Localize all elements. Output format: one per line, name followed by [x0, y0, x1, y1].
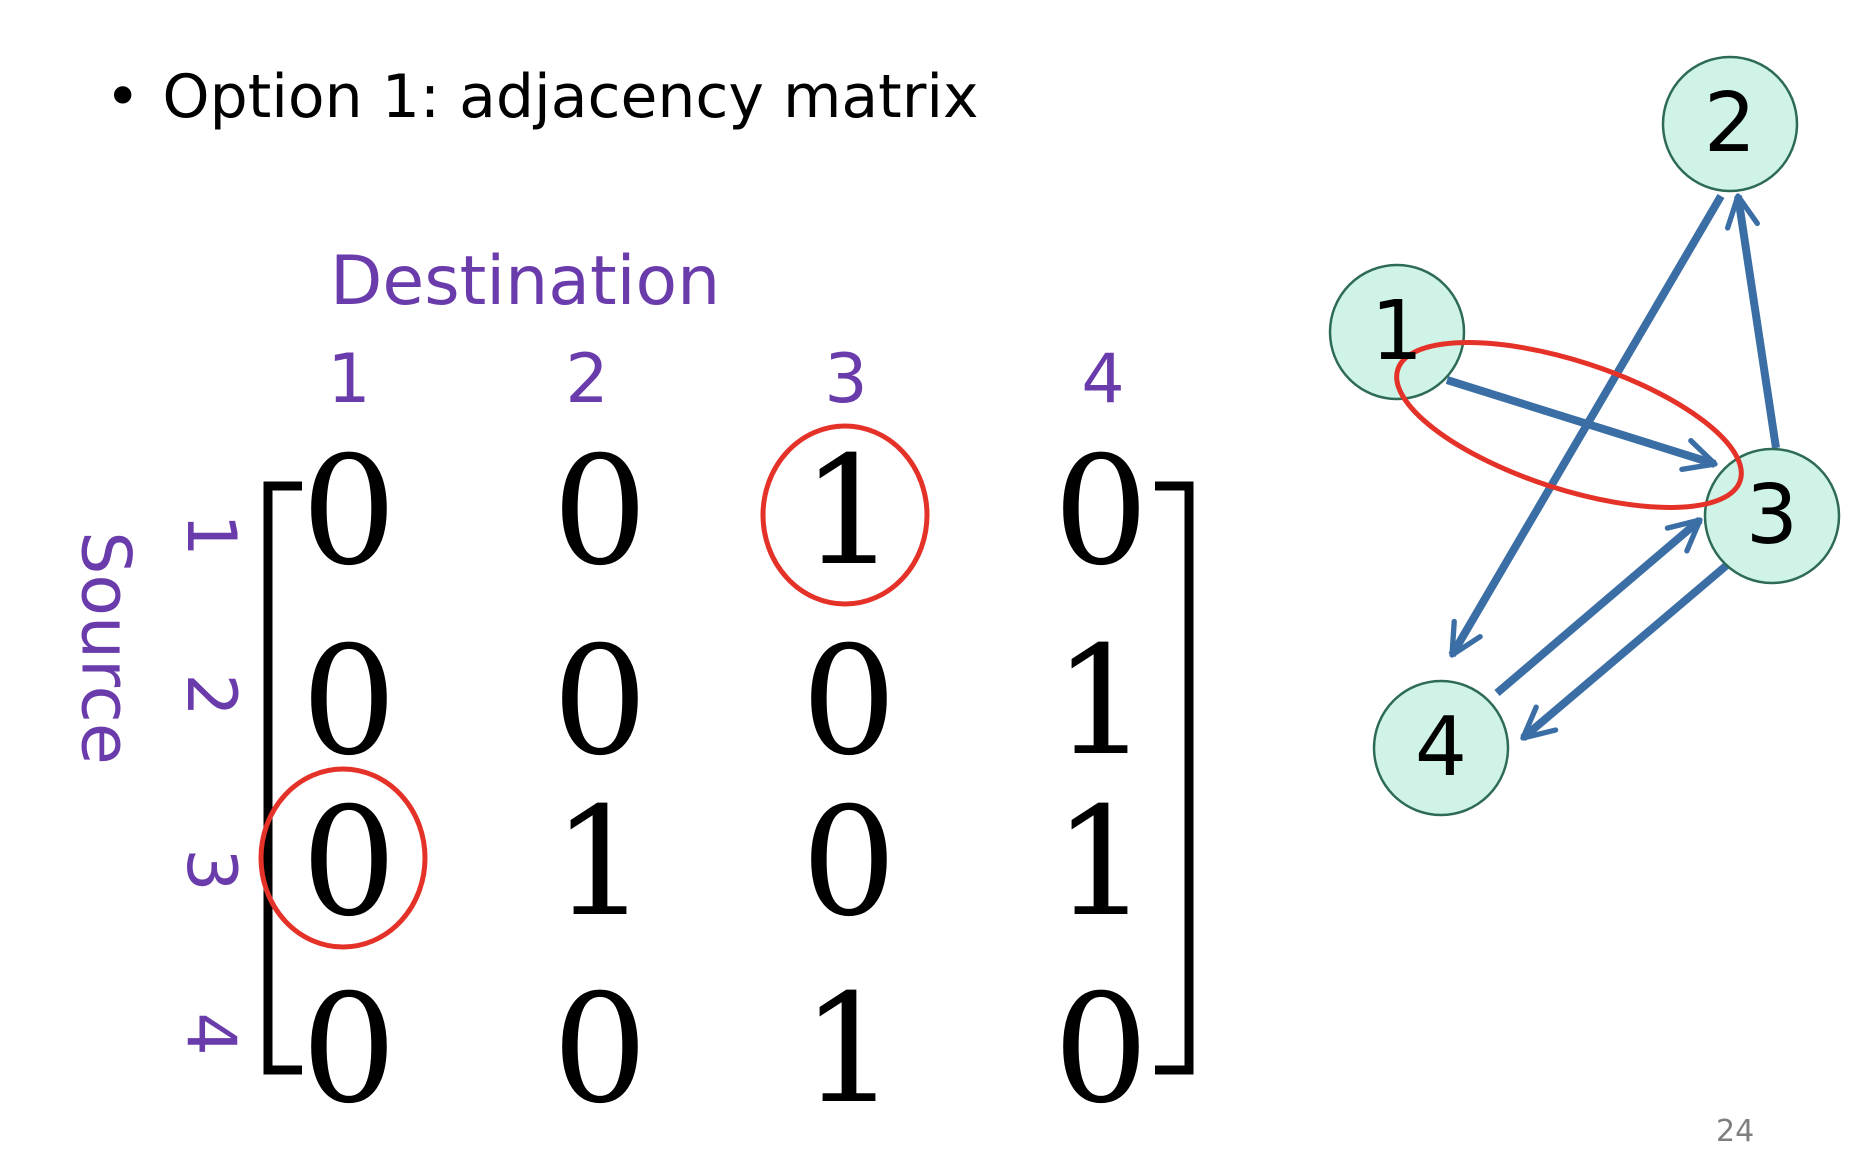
- matrix-cell-r4c2: 0: [552, 963, 648, 1137]
- column-label-3: 3: [824, 340, 868, 419]
- bullet-marker: •: [105, 62, 141, 132]
- matrix-cell-r3c1: 0: [301, 776, 397, 950]
- matrix-cell-r1c3: 1: [801, 425, 897, 599]
- matrix-cell-r1c4: 0: [1053, 425, 1149, 599]
- matrix-cell-r4c3: 1: [801, 963, 897, 1137]
- matrix-cell-r4c1: 0: [301, 963, 397, 1137]
- highlight-circle-cell-r3c1: [258, 766, 428, 950]
- matrix-cell-r2c2: 0: [552, 615, 648, 789]
- column-label-1: 1: [327, 340, 371, 419]
- matrix-cell-r3c3: 0: [801, 776, 897, 950]
- matrix-cell-r1c2: 0: [552, 425, 648, 599]
- matrix-right-bracket: [1155, 481, 1194, 1075]
- destination-axis-label: Destination: [330, 242, 721, 321]
- edge-3-to-2: [1724, 193, 1780, 449]
- page-number: 24: [1716, 1114, 1755, 1149]
- edge-3-to-4: [1520, 561, 1730, 742]
- matrix-left-bracket: [263, 481, 302, 1075]
- graph-node-1-label: 1: [1370, 284, 1424, 379]
- graph-node-4-label: 4: [1414, 700, 1468, 795]
- matrix-cell-r4c4: 0: [1053, 963, 1149, 1137]
- matrix-cell-r2c1: 0: [301, 615, 397, 789]
- edge-1-to-3: [1445, 376, 1718, 473]
- graph-node-1: [1328, 263, 1466, 401]
- column-label-4: 4: [1081, 340, 1125, 419]
- graph-node-3-label: 3: [1745, 468, 1799, 563]
- matrix-cell-r3c4: 1: [1053, 776, 1149, 950]
- graph-node-4: [1372, 679, 1510, 817]
- matrix-cell-r3c2: 1: [552, 776, 648, 950]
- graph-node-2-label: 2: [1703, 76, 1757, 171]
- matrix-cell-r2c3: 0: [801, 615, 897, 789]
- graph-node-2: [1661, 55, 1799, 193]
- column-label-2: 2: [565, 340, 609, 419]
- matrix-cell-r1c1: 0: [301, 425, 397, 599]
- highlight-ellipse-edge-1-3: [1394, 340, 1744, 510]
- edge-2-to-4: [1448, 193, 1725, 658]
- edge-4-to-3: [1494, 516, 1703, 697]
- highlight-circle-cell-r1c3: [760, 423, 930, 607]
- matrix-cell-r2c4: 1: [1053, 615, 1149, 789]
- bullet-text: Option 1: adjacency matrix: [162, 62, 979, 132]
- bullet-item: • Option 1: adjacency matrix: [105, 62, 979, 132]
